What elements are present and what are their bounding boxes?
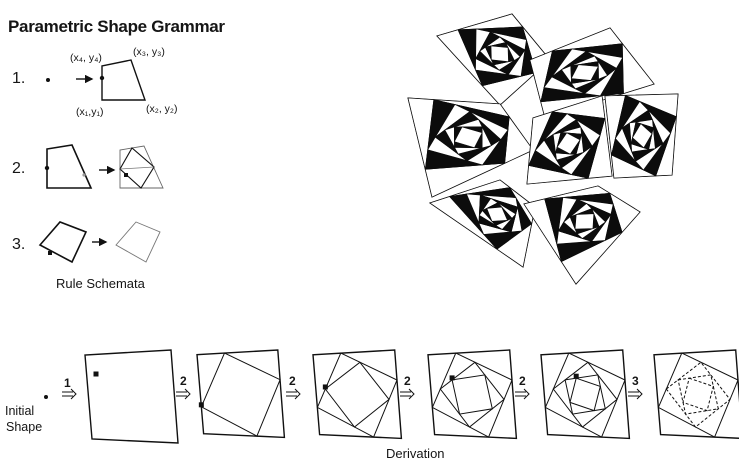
rule-3 xyxy=(38,221,161,264)
coord-label-x1y1: (x₁,y₁) xyxy=(76,106,104,118)
rule-2 xyxy=(44,144,164,189)
rosette-triangle xyxy=(504,116,534,164)
derivation-arrow xyxy=(62,388,77,400)
arrow-head xyxy=(70,388,77,400)
rosette-center xyxy=(556,132,581,155)
rule-2-number: 2. xyxy=(12,160,26,177)
derivation-arrow xyxy=(628,388,643,400)
derivation-inner-quad xyxy=(451,374,493,415)
rosette-4 xyxy=(526,95,613,185)
coord-label-x4y4: (x₄, y₄) xyxy=(70,52,102,64)
rule-1-number: 1. xyxy=(12,70,26,87)
derivation-inner-quad xyxy=(200,352,281,437)
derivation-caption: Derivation xyxy=(386,446,445,461)
rosette-center xyxy=(632,123,653,149)
rosette-center xyxy=(453,126,483,149)
derivation-step-label: 2 xyxy=(289,374,296,388)
derivation-step-label: 2 xyxy=(404,374,411,388)
derivation-marker xyxy=(322,384,328,390)
rosette-triangle xyxy=(621,42,655,94)
rule-1 xyxy=(46,59,146,101)
derivation-quad xyxy=(653,349,739,439)
derivation-inner-quad xyxy=(677,374,719,415)
rosette-pattern xyxy=(407,13,679,285)
rule-2-inner-line xyxy=(119,166,155,170)
rule-3-right-shape xyxy=(115,221,161,263)
rosette-6 xyxy=(428,179,536,268)
initial-label-line1: Initial xyxy=(5,404,35,418)
arrow-head xyxy=(523,388,530,400)
arrow-head xyxy=(294,388,301,400)
derivation-quad xyxy=(540,349,631,440)
initial-label-line2: Shape xyxy=(6,420,43,434)
rosette-center xyxy=(570,64,599,81)
coord-label-x3y3: (x₃, y₃) xyxy=(133,46,165,58)
derivation-quad xyxy=(312,349,403,440)
derivation-arrow xyxy=(176,388,191,400)
rosette-center xyxy=(490,45,509,63)
derivation-arrow xyxy=(515,388,530,400)
derivation-quad xyxy=(84,349,179,444)
derivation-frame xyxy=(84,349,179,444)
rosette-7 xyxy=(523,185,641,285)
derivation-step-label: 3 xyxy=(632,374,639,388)
derivation-arrow xyxy=(286,388,301,400)
arrow-head xyxy=(636,388,643,400)
rosette-3 xyxy=(407,97,534,198)
derivation-frame xyxy=(312,349,403,440)
derivation-inner-quad xyxy=(657,352,739,438)
derivation-frame xyxy=(196,349,286,439)
rosette-center xyxy=(574,213,595,230)
derivation-marker xyxy=(93,371,99,377)
rosette-5 xyxy=(604,93,679,179)
derivation-frame xyxy=(427,349,518,440)
rule-3-left-shape xyxy=(38,221,88,264)
rule-1-quadrilateral xyxy=(101,59,146,101)
rule-2-right-shape xyxy=(119,145,164,189)
derivation-marker xyxy=(573,373,579,379)
derivation-step-label: 1 xyxy=(64,376,71,390)
coord-label-x2y2: (x₂, y₂) xyxy=(146,103,178,115)
rule-2-left-shape xyxy=(46,144,93,189)
rule-schemata-caption: Rule Schemata xyxy=(56,276,145,291)
derivation-arrow xyxy=(400,388,415,400)
arrow-head xyxy=(408,388,415,400)
derivation-inner-quad xyxy=(569,377,601,412)
derivation-step-label: 2 xyxy=(519,374,526,388)
rule-3-number: 3. xyxy=(12,236,26,253)
derivation-marker xyxy=(449,375,455,381)
rosette-2 xyxy=(529,27,655,119)
point-marker xyxy=(44,165,50,171)
derivation-inner-quad xyxy=(682,377,714,412)
derivation-inner-quad xyxy=(324,361,390,428)
arrow-head xyxy=(184,388,191,400)
point-marker xyxy=(99,75,105,81)
point-marker xyxy=(124,173,128,177)
derivation-step-label: 2 xyxy=(180,374,187,388)
derivation-quad xyxy=(196,349,286,439)
point-marker xyxy=(82,173,86,177)
derivation-sequence xyxy=(44,349,739,444)
derivation-frame xyxy=(653,349,739,439)
figure-title: Parametric Shape Grammar xyxy=(8,17,225,36)
derivation-frame xyxy=(540,349,631,440)
rosette-1 xyxy=(436,13,551,106)
derivation-marker xyxy=(198,402,204,408)
point-marker xyxy=(46,78,50,82)
initial-point-marker xyxy=(44,395,48,399)
point-marker xyxy=(48,251,52,255)
rosette-center xyxy=(486,206,508,222)
derivation-quad xyxy=(427,349,518,440)
